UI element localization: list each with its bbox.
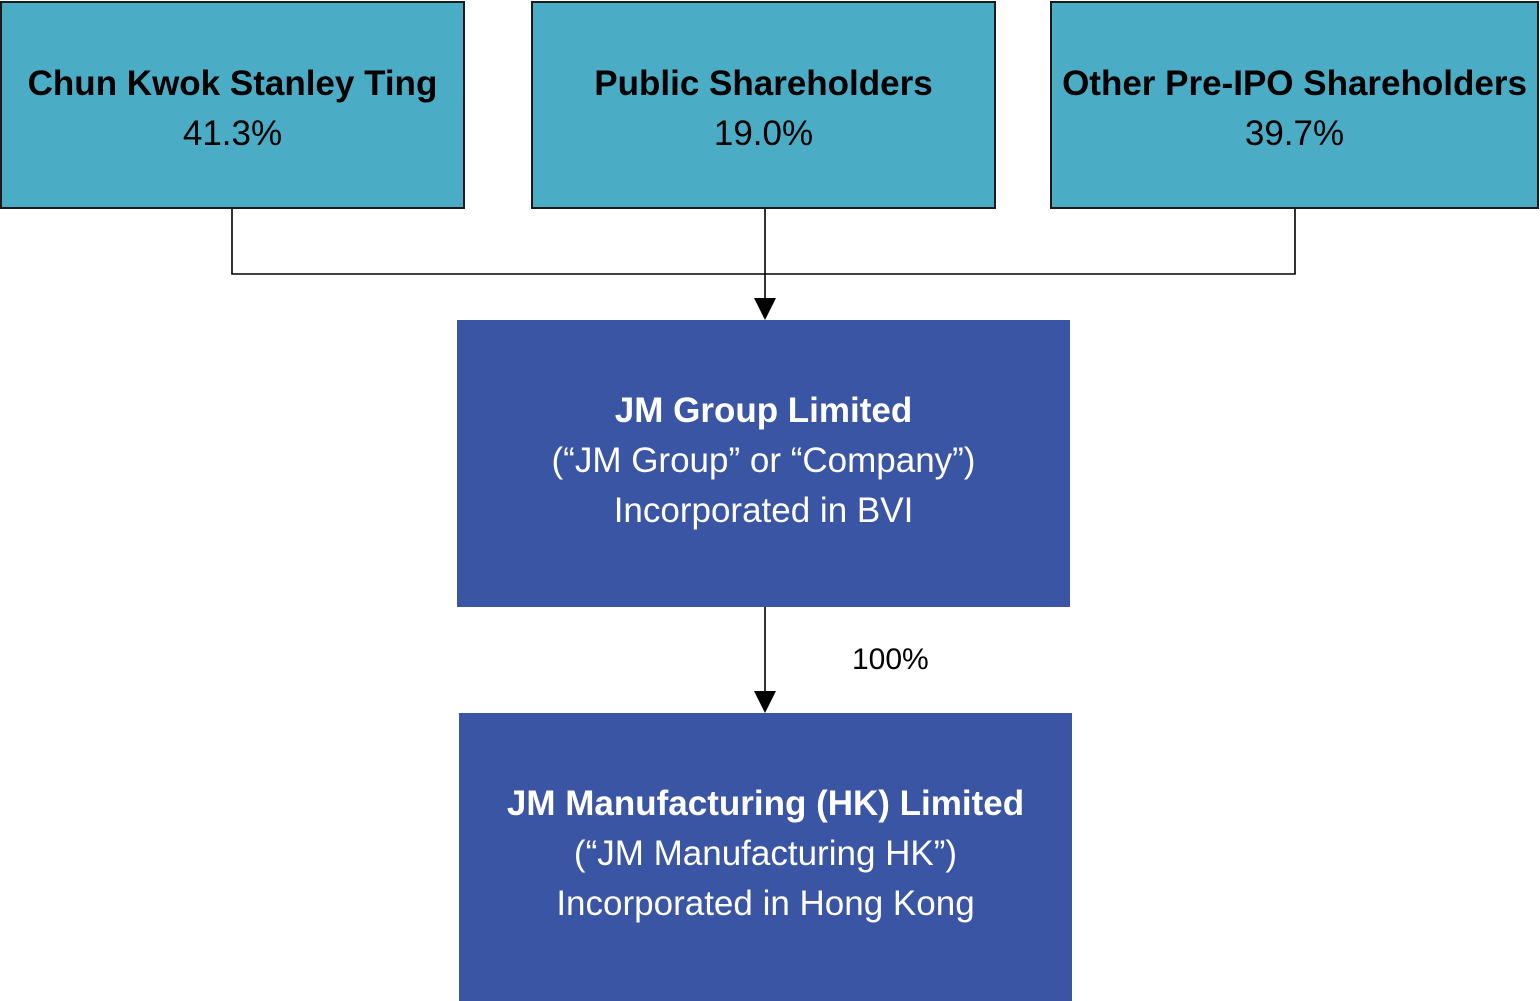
connector-holder-1 — [231, 209, 1296, 275]
subsidiary-box: JM Manufacturing (HK) Limited (“JM Manuf… — [459, 713, 1072, 1001]
subsidiary-name: JM Manufacturing (HK) Limited — [506, 784, 1025, 823]
company-incorporation: Incorporated in BVI — [613, 491, 914, 530]
arrow-to-company — [754, 298, 776, 320]
shareholder-percent: 41.3% — [182, 114, 283, 153]
shareholder-percent: 19.0% — [713, 114, 814, 153]
company-name: JM Group Limited — [614, 391, 913, 430]
ownership-label: 100% — [852, 643, 929, 676]
shareholder-box-pre-ipo: Other Pre-IPO Shareholders 39.7% — [1050, 1, 1539, 209]
shareholder-box-ting: Chun Kwok Stanley Ting 41.3% — [0, 1, 465, 209]
subsidiary-incorporation: Incorporated in Hong Kong — [556, 884, 975, 923]
shareholder-name: Public Shareholders — [594, 64, 933, 103]
company-box: JM Group Limited (“JM Group” or “Company… — [457, 320, 1070, 607]
arrow-to-subsidiary — [754, 691, 776, 713]
shareholder-percent: 39.7% — [1244, 114, 1345, 153]
subsidiary-alias: (“JM Manufacturing HK”) — [573, 834, 958, 873]
shareholder-name: Chun Kwok Stanley Ting — [27, 64, 438, 103]
shareholder-name: Other Pre-IPO Shareholders — [1062, 64, 1527, 103]
shareholder-box-public: Public Shareholders 19.0% — [531, 1, 996, 209]
company-alias: (“JM Group” or “Company”) — [551, 441, 976, 480]
